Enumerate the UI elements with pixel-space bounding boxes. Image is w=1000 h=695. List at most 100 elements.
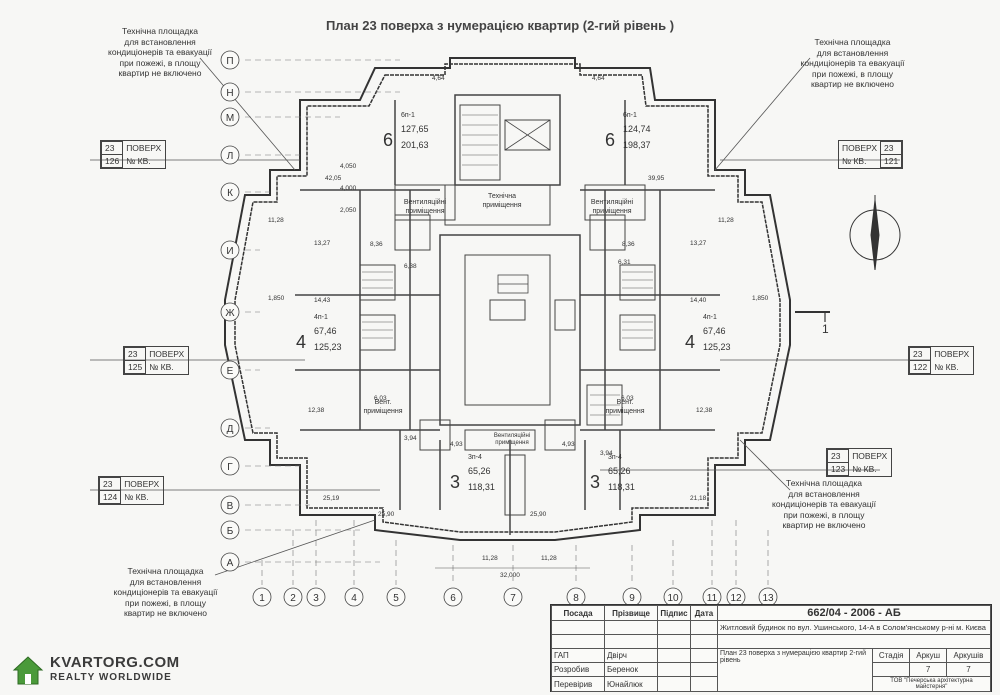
dimension-value: 39,95 bbox=[648, 175, 665, 182]
room-label-ventilation: Вентиляційні bbox=[404, 198, 447, 206]
dimension-value: 6,38 bbox=[404, 263, 417, 270]
note-line: квартир не включено bbox=[811, 79, 894, 89]
note-line: кондиціонерів та евакуації bbox=[113, 587, 218, 597]
building-outline bbox=[224, 57, 791, 541]
apartment-area-living: 67,46 bbox=[314, 326, 337, 336]
room-label-technical: Технічна bbox=[488, 192, 516, 200]
axis-bubble-row bbox=[220, 182, 240, 202]
organization: ТОВ "Печерська архітектурна майстерня" bbox=[872, 676, 991, 692]
dimension-value: 25,19 bbox=[323, 495, 340, 502]
dimension-value: 6,31 bbox=[618, 259, 631, 266]
axis-bubble-row bbox=[220, 82, 240, 102]
axis-label-col: 8 bbox=[573, 593, 579, 604]
apartment-rooms: 4 bbox=[685, 332, 695, 352]
dimension-value: 12,38 bbox=[696, 407, 713, 414]
axis-label-col: 7 bbox=[510, 593, 516, 604]
compass-icon bbox=[849, 195, 901, 271]
apartment-area-living: 124,74 bbox=[623, 124, 651, 134]
section-label: 1 bbox=[822, 322, 829, 336]
apartment-rooms: 3 bbox=[590, 472, 600, 492]
axis-label-col: 10 bbox=[667, 593, 679, 604]
note-line: Технічна площадка bbox=[127, 566, 204, 576]
room-label-ventilation: приміщення bbox=[605, 407, 644, 415]
title-block: Посада Прізвище Підпис Дата 662/04 - 200… bbox=[550, 604, 992, 692]
apartment-area-total: 118,31 bbox=[608, 482, 635, 492]
kvartorg-logo: KVARTORG.COM REALTY WORLDWIDE bbox=[8, 652, 198, 690]
note-line: квартир не включено bbox=[118, 68, 202, 78]
apartment-code: 4п-1 bbox=[703, 314, 717, 321]
note-line: Технічна площадка bbox=[814, 37, 891, 47]
dimension-value: 3,94 bbox=[600, 450, 613, 457]
apartment-area-living: 127,65 bbox=[401, 124, 429, 134]
apartment-code: 4п-1 bbox=[314, 314, 328, 321]
room-label-ventilation: Вентиляційні bbox=[591, 198, 634, 206]
note-line: Технічна площадка bbox=[122, 26, 198, 36]
axis-label-col: 6 bbox=[450, 593, 456, 604]
house-icon bbox=[12, 656, 44, 685]
axis-bubble-col bbox=[283, 587, 303, 607]
axis-label-row: К bbox=[227, 188, 233, 199]
apartment-code: 3п-4 bbox=[608, 454, 622, 461]
dimension-value: 1,850 bbox=[752, 295, 769, 302]
dimension-value: 25,90 bbox=[378, 511, 395, 518]
axis-label-row: Л bbox=[227, 151, 234, 162]
axis-bubble-row bbox=[220, 240, 240, 260]
axis-label-col: 2 bbox=[290, 593, 296, 604]
note-line: при пожежі, в площу bbox=[125, 597, 206, 608]
partition-walls bbox=[295, 94, 720, 535]
dimension-value: 8,36 bbox=[622, 241, 635, 248]
dimension-value: 13,27 bbox=[314, 240, 331, 247]
note-line: Технічна площадка bbox=[786, 478, 862, 488]
axis-bubble-col bbox=[252, 587, 272, 607]
dimension-value: 11,28 bbox=[541, 555, 557, 562]
axis-bubble-col bbox=[344, 587, 364, 607]
stair-hatching bbox=[362, 114, 653, 416]
apartment-area-total: 125,23 bbox=[314, 342, 342, 352]
apartment-code: 6п-1 bbox=[401, 112, 415, 119]
dimension-value: 14,40 bbox=[690, 297, 707, 304]
room-label-ventilation: Вентиляційні bbox=[494, 432, 530, 439]
axis-label-col: 12 bbox=[730, 593, 742, 604]
apartment-code: 6п-1 bbox=[623, 112, 637, 119]
axis-bubble-col bbox=[306, 587, 326, 607]
dimension-value: 4,93 bbox=[450, 441, 463, 448]
axis-label-row: В bbox=[227, 501, 234, 512]
dimension-value: 4,93 bbox=[562, 441, 575, 448]
apartment-rooms: 6 bbox=[605, 130, 615, 150]
apartment-rooms: 3 bbox=[450, 472, 460, 492]
dimension-value: 1,850 bbox=[268, 295, 285, 302]
axis-bubble-col bbox=[503, 587, 523, 607]
dimension-value: 11,28 bbox=[718, 217, 734, 224]
room-label-ventilation: Вент. bbox=[617, 399, 634, 406]
room-label-ventilation: приміщення bbox=[495, 440, 528, 446]
axis-label-row: Д bbox=[227, 424, 234, 435]
axis-label-row: Г bbox=[227, 462, 233, 473]
note-line: для встановлення bbox=[124, 36, 196, 47]
axis-label-col: 4 bbox=[351, 593, 357, 604]
apartment-area-living: 67,46 bbox=[703, 326, 726, 336]
axis-label-col: 1 bbox=[259, 593, 265, 604]
axis-bubble-row bbox=[220, 50, 240, 70]
axis-bubble-row bbox=[220, 107, 240, 127]
axis-bubble-row bbox=[220, 302, 240, 322]
apartment-area-total: 125,23 bbox=[703, 342, 731, 352]
note-line: для встановлення bbox=[816, 47, 889, 58]
apartment-area-living: 65,26 bbox=[468, 466, 491, 476]
apartment-rooms: 4 bbox=[296, 332, 306, 352]
dimension-value: 4,050 bbox=[340, 163, 357, 170]
axis-bubble-col bbox=[443, 587, 463, 607]
dimension-value: 25,90 bbox=[530, 511, 547, 518]
page-title: План 23 поверха з нумерацією квартир (2-… bbox=[325, 18, 675, 33]
apartment-area-living: 65,26 bbox=[608, 466, 631, 476]
dimension-value: 3,94 bbox=[404, 435, 417, 442]
note-line: при пожежі, в площу bbox=[783, 509, 865, 520]
apartment-area-total: 118,31 bbox=[468, 482, 495, 492]
apartment-code: 3п-4 bbox=[468, 454, 482, 461]
